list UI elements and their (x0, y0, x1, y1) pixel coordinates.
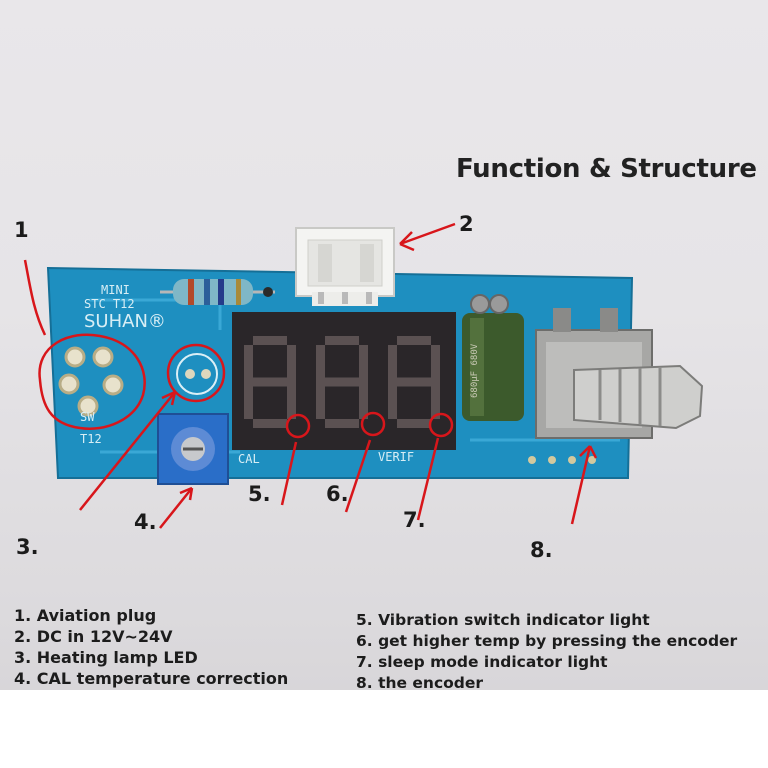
callout-8: 8. (530, 538, 553, 562)
callout-2: 2 (459, 212, 474, 236)
segment-1-1 (253, 336, 287, 345)
callout-3: 3. (16, 535, 39, 559)
verif-label: VERIF (378, 450, 415, 464)
segment-2-1 (325, 336, 359, 345)
legend-item: 5. Vibration switch indicator light (356, 611, 650, 629)
aviation-plug-pads (58, 346, 124, 417)
arrow-2 (399, 222, 456, 252)
segment-2-6 (316, 382, 325, 419)
encoder-shaft (573, 364, 704, 430)
arrow-1 (23, 259, 47, 336)
segment-2-5 (359, 345, 368, 382)
arrow-6 (344, 439, 372, 513)
segment-2-3 (325, 419, 359, 428)
segment-3-2 (397, 377, 431, 387)
legend-item: 3. Heating lamp LED (14, 648, 198, 667)
segment-1-5 (287, 345, 296, 382)
callout-7: 7. (403, 508, 426, 532)
segment-1-3 (253, 419, 287, 428)
circle-aviation-plug (38, 333, 146, 430)
legend-item: 1. Aviation plug (14, 606, 157, 625)
display-digits (244, 336, 440, 428)
arrow-4 (159, 486, 194, 529)
legend-item: 2. DC in 12V~24V (14, 627, 173, 646)
segment-3-6 (388, 382, 397, 419)
legend-item: 6. get higher temp by pressing the encod… (356, 632, 738, 650)
cal-potentiometer (157, 413, 229, 485)
legend-item: 4. CAL temperature correction (14, 669, 289, 688)
segment-1-4 (244, 345, 253, 382)
segment-2-2 (325, 377, 359, 387)
heating-led (176, 353, 218, 395)
rotary-encoder (528, 308, 704, 464)
cal-label: CAL (238, 452, 260, 466)
sw-label: SW (80, 410, 95, 424)
page-heading: Function & Structure (456, 154, 757, 184)
callout-1: 1 (14, 218, 29, 242)
bottom-band (0, 690, 768, 768)
legend-item: 8. the encoder (356, 674, 484, 692)
arrow-8 (570, 445, 598, 525)
capacitor (462, 294, 524, 421)
segment-3-4 (388, 345, 397, 382)
brand-line-3: SUHAN® (84, 311, 166, 332)
circle-heating-led (166, 343, 226, 403)
segment-3-1 (397, 336, 431, 345)
callout-6: 6. (326, 482, 349, 506)
legend-left: 1. Aviation plug 2. DC in 12V~24V 3. Hea… (14, 605, 288, 689)
segment-3-7 (431, 382, 440, 419)
brand-line-2: STC T12 (84, 297, 135, 311)
plug-label: T12 (80, 432, 102, 446)
arrow-7 (416, 437, 440, 521)
segment-1-2 (253, 377, 287, 387)
arrow-3 (79, 390, 177, 511)
resistor (160, 279, 275, 305)
segment-3-3 (397, 419, 431, 428)
segment-1-6 (244, 382, 253, 419)
circle-dot-5 (285, 413, 311, 439)
legend-right: 5. Vibration switch indicator light 6. g… (356, 610, 737, 694)
brand-line-1: MINI (101, 283, 130, 297)
segment-2-4 (316, 345, 325, 382)
segment-2-7 (359, 382, 368, 419)
annotation-marks (23, 222, 598, 529)
segment-1-7 (287, 382, 296, 419)
circle-dot-6 (360, 411, 386, 437)
segment-3-5 (431, 345, 440, 382)
circle-dot-7 (428, 412, 454, 438)
callout-4: 4. (134, 510, 157, 534)
capacitor-label: 680μF 680V (470, 343, 480, 398)
callout-5: 5. (248, 482, 271, 506)
legend-item: 7. sleep mode indicator light (356, 653, 608, 671)
arrow-5 (280, 441, 298, 506)
power-connector (295, 227, 395, 306)
